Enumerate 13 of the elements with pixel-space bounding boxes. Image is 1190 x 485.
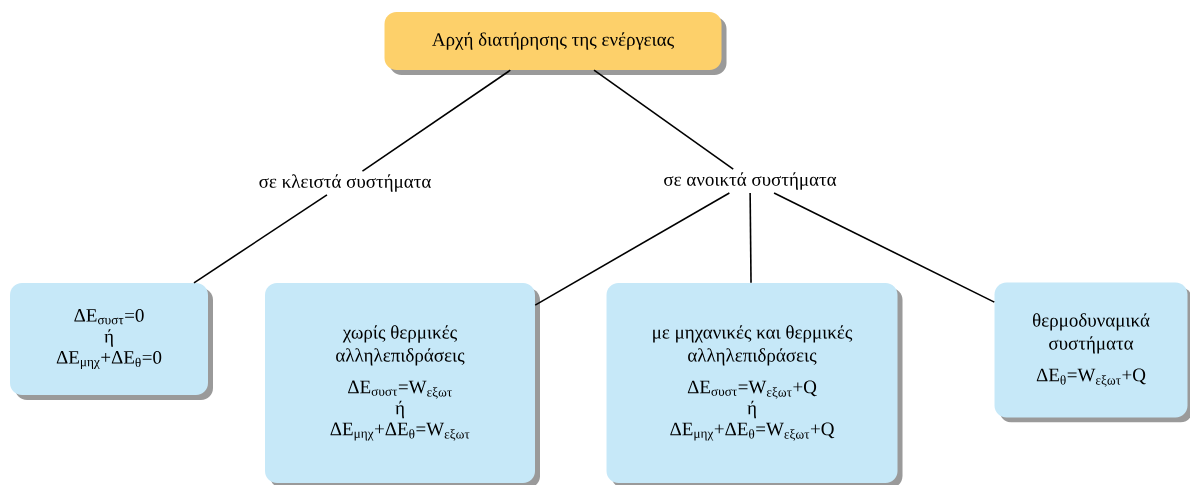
connector-line	[193, 194, 328, 284]
process-box: με μηχανικές και θερμικές αλληλεπιδράσεις ΔE$_{συστ}$=W$_{εξωτ}$+Q ή ΔE$_{μηχ}$+ΔE$_{θ}$=W$_{εξωτ}$+Q	[606, 283, 903, 485]
category-label: σε ανοικτά συστήματα	[660, 169, 840, 193]
category-label: σε κλειστά συστήματα	[255, 171, 435, 195]
connector-line	[749, 192, 752, 284]
process-box: θερμοδυναμικά συστήματα ΔE$_{θ}$=W$_{εξωτ}$+Q	[994, 282, 1190, 423]
connector-line	[361, 69, 512, 172]
process-box: χωρίς θερμικές αλληλεπιδράσεις ΔE$_{συστ}$=W$_{εξωτ}$ ή ΔE$_{μηχ}$+ΔE$_{θ}$=W$_{εξωτ}$	[265, 283, 540, 485]
process-box: ΔE$_{συστ}$=0 ή ΔE$_{μηχ}$+ΔE$_{θ}$=0	[10, 283, 213, 400]
connector-line	[773, 192, 996, 303]
title-box: Αρχή διατήρησης της ενέργειας	[384, 12, 727, 75]
connector-line	[534, 192, 731, 306]
connector-line	[593, 69, 735, 170]
